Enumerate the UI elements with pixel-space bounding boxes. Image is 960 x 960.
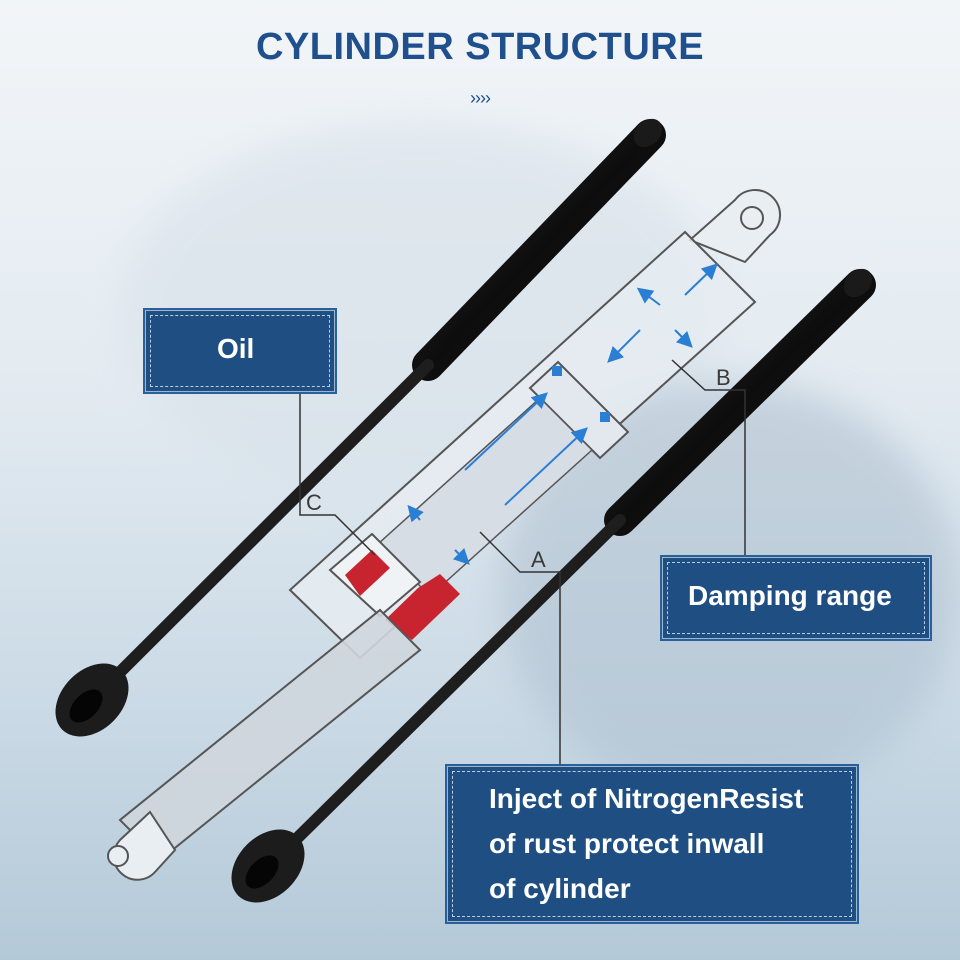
right-strut-top-fitting xyxy=(843,268,873,298)
damping-label: Damping range xyxy=(688,580,892,611)
marker-b: B xyxy=(716,365,731,390)
oil-label: Oil xyxy=(217,333,255,364)
leader-line-b xyxy=(671,359,746,555)
right-strut-rod xyxy=(264,514,626,871)
oil-seal xyxy=(385,574,460,640)
marker-a: A xyxy=(531,547,546,572)
chevron-decoration-icon: ›››› xyxy=(470,88,491,108)
cylinder-cross-section xyxy=(107,189,781,881)
page-title: CYLINDER STRUCTURE xyxy=(255,26,705,68)
damping-label-box: Damping range xyxy=(660,555,932,641)
leader-line-a xyxy=(479,531,561,765)
nitrogen-label-line3: of cylinder xyxy=(489,873,631,904)
leader-line-c xyxy=(299,392,376,556)
oil-seal xyxy=(345,550,390,596)
left-strut-cylinder xyxy=(412,119,666,381)
nitrogen-label-line2: of rust protect inwall xyxy=(489,828,765,859)
nitrogen-label-box: Inject of NitrogenResist of rust protect… xyxy=(445,764,859,924)
left-strut-rod xyxy=(86,359,434,706)
marker-c: C xyxy=(306,490,322,515)
nitrogen-label-line1: Inject of NitrogenResist xyxy=(489,783,804,814)
flow-arrows xyxy=(407,263,718,565)
left-gas-strut xyxy=(55,118,666,737)
right-strut-cylinder xyxy=(604,269,876,536)
piston xyxy=(528,360,630,460)
leader-lines xyxy=(299,359,746,765)
oil-label-box: Oil xyxy=(143,308,337,394)
right-gas-strut xyxy=(231,268,876,903)
left-strut-top-fitting xyxy=(633,118,663,148)
piston-rod xyxy=(118,608,422,862)
